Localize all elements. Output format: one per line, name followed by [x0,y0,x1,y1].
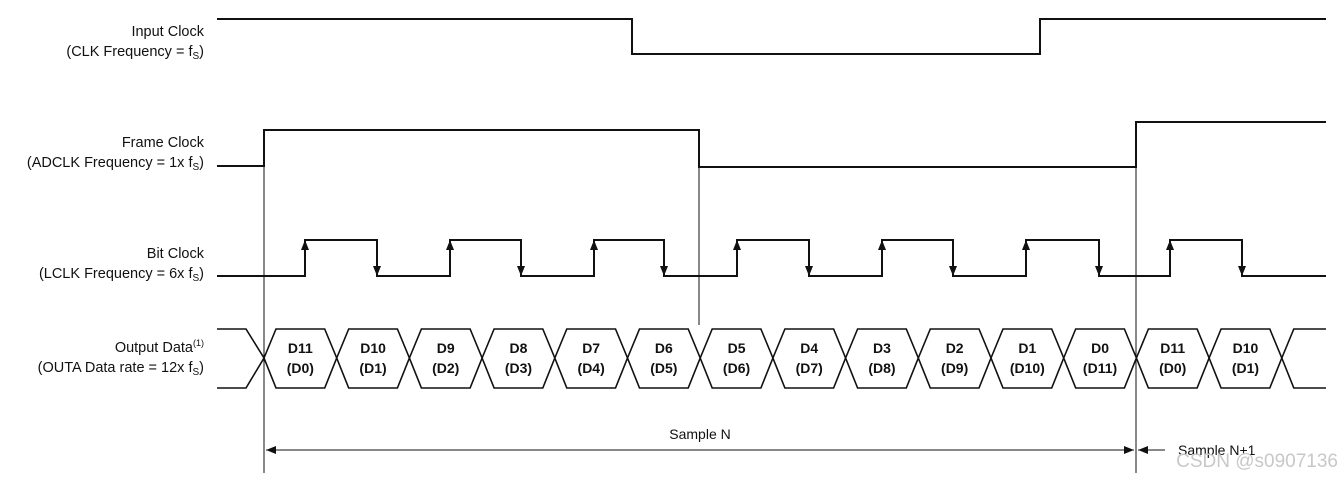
data-cell-bit: D0 [1091,340,1109,356]
output-data-title: Output Data(1) [115,338,204,356]
data-cell [553,328,629,389]
falling-edge-arrow [1238,266,1246,276]
data-cell [481,328,556,389]
rising-edge-arrow [733,240,741,250]
output-data-waveform: D11 (D0) D10 (D1) D9 (D2) D8 (D3) D7 (D4) D6 (D5) D5… [217,328,1326,389]
data-cell-bit: D2 [946,340,964,356]
data-cell-bit: D8 [509,340,527,356]
data-leading-edge [217,328,265,389]
data-cell-bit: D9 [437,340,455,356]
data-cell-bit: D1 [1018,340,1036,356]
falling-edge-arrow [1095,266,1103,276]
bit-clock-trace [217,239,1326,277]
watermark: CSDN @s0907136 [1176,451,1338,472]
rising-edge-arrow [301,240,309,250]
falling-edge-arrow [805,266,813,276]
data-cell-bit: D11 [288,340,313,356]
input-clock-waveform [217,18,1326,55]
data-cell [626,328,702,389]
falling-edge-arrow [949,266,957,276]
data-cell [917,328,992,389]
data-cell [263,328,338,389]
rising-edge-arrow [878,240,886,250]
falling-edge-arrow [373,266,381,276]
bit-clock-waveform [217,239,1326,277]
bit-clock-label: Bit Clock (LCLK Frequency = 6x fS) [39,246,205,284]
data-cell-bit-alt: (D3) [505,360,532,376]
output-data-frequency: (OUTA Data rate = 12x fS) [38,360,204,378]
sample-n1-span: Sample N+1 [1138,442,1256,458]
data-cell [1208,328,1283,389]
data-cell-bit: D10 [360,340,386,356]
data-cell-bit-alt: (D5) [650,360,677,376]
data-cell-bit: D11 [1160,340,1185,356]
data-cell-bit: D10 [1233,340,1259,356]
input-clock-frequency: (CLK Frequency = fS) [66,44,204,62]
data-cell-bit-alt: (D7) [796,360,823,376]
rising-edge-arrow [446,240,454,250]
data-cell-bit: D7 [582,340,600,356]
data-trailing-edge [1281,357,1326,389]
bit-clock-title: Bit Clock [147,246,205,262]
data-cell-bit-alt: (D0) [1159,360,1186,376]
data-cell-bit-alt: (D1) [359,360,386,376]
data-cell-bit-alt: (D4) [578,360,605,376]
bit-clock-frequency: (LCLK Frequency = 6x fS) [39,266,204,284]
rising-edge-arrow [1022,240,1030,250]
data-cell-bit-alt: (D8) [868,360,895,376]
frame-clock-label: Frame Clock (ADCLK Frequency = 1x fS) [27,135,205,173]
sample-n-span: Sample N [266,426,1134,454]
data-cell [844,328,920,389]
input-clock-title: Input Clock [131,24,204,40]
data-cell-bit-alt: (D1) [1232,360,1259,376]
data-cell [990,328,1065,389]
falling-edge-arrow [660,266,668,276]
data-cell [1062,328,1138,389]
rising-edge-arrow [590,240,598,250]
sample-n-label: Sample N [669,426,730,442]
data-trailing-edge [1281,328,1326,359]
output-data-label: Output Data(1) (OUTA Data rate = 12x fS) [38,338,204,378]
frame-clock-waveform [217,121,1326,168]
data-cell-bit-alt: (D0) [287,360,314,376]
frame-clock-title: Frame Clock [122,135,205,151]
falling-edge-arrow [517,266,525,276]
data-cell [408,328,483,389]
data-cell [1135,328,1210,389]
input-clock-label: Input Clock (CLK Frequency = fS) [66,24,204,62]
data-cell-bit: D6 [655,340,673,356]
data-cell [699,328,774,389]
data-cell-bit-alt: (D9) [941,360,968,376]
frame-clock-frequency: (ADCLK Frequency = 1x fS) [27,155,204,173]
data-cell-bit-alt: (D6) [723,360,750,376]
data-cell-bit: D3 [873,340,891,356]
data-cell-bit-alt: (D10) [1010,360,1045,376]
data-cell [772,328,847,389]
sample-n1-label: Sample N+1 [1178,442,1256,458]
data-cell-bit: D4 [800,340,818,356]
data-cell-bit-alt: (D2) [432,360,459,376]
data-cell-bit-alt: (D11) [1083,360,1117,376]
data-cell [335,328,411,389]
data-cell-bit: D5 [728,340,746,356]
rising-edge-arrow [1166,240,1174,250]
